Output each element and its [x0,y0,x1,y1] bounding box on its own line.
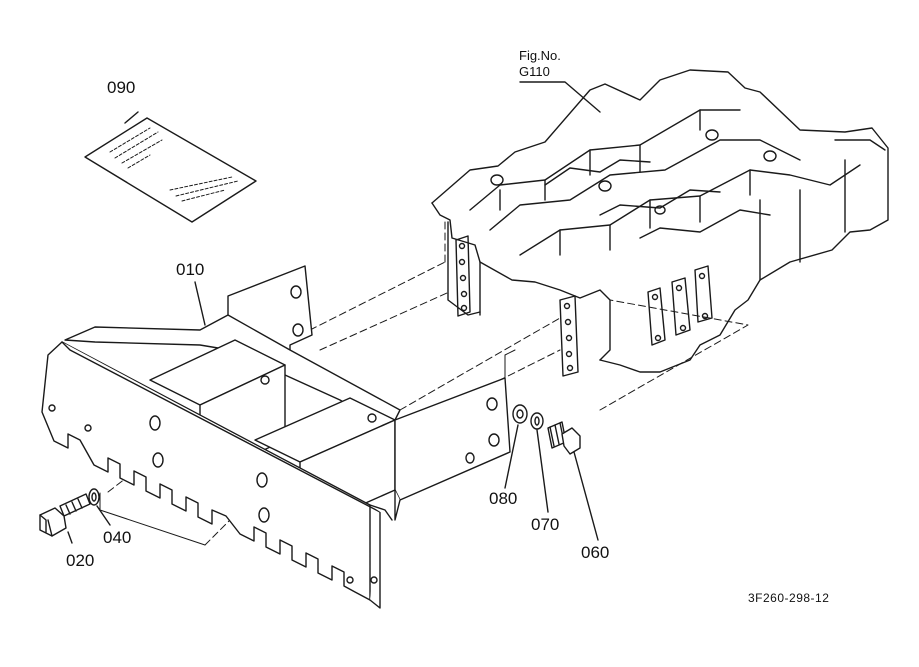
part-label-070: 070 [531,515,560,534]
part-label-080: 080 [489,489,518,508]
leader-020 [67,531,73,544]
drawing-code: 3F260-298-12 [748,591,830,605]
front-bracket [41,265,511,609]
part-label-010: 010 [176,260,205,279]
document-sheet [84,117,257,223]
part-label-060: 060 [581,543,610,562]
washer-080 [512,404,528,424]
bolt-020 [39,493,91,537]
figure-ref-label: Fig.No. G110 [519,48,561,80]
leader-060 [573,451,599,541]
spring-washer-070 [530,412,544,430]
leader-080 [504,424,519,489]
part-label-090: 090 [107,78,136,97]
bolt-060 [547,421,581,455]
part-label-020: 020 [66,551,95,570]
part-label-040: 040 [103,528,132,547]
leader-070 [536,429,549,513]
figure-ref-line1: Fig.No. [519,48,561,63]
figure-ref-line2: G110 [519,64,550,79]
washer-040 [88,488,100,506]
leader-040 [96,505,111,526]
leader-090 [124,111,139,124]
transmission-case [431,69,889,377]
